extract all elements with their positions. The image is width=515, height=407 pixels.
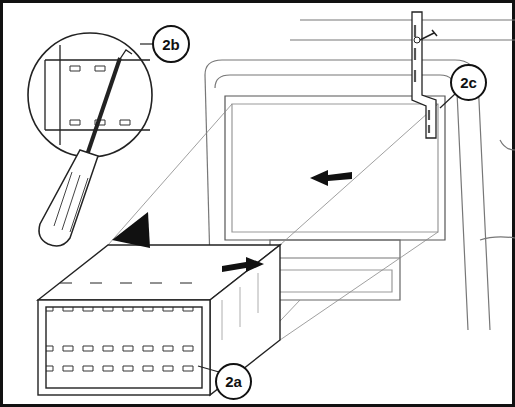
leader-line [440, 94, 455, 108]
insert-arrows [222, 170, 352, 272]
callout-number: 2c [450, 64, 487, 101]
screwdriver [39, 58, 120, 246]
detail-inset [28, 33, 153, 157]
pointer-triangle [112, 212, 150, 248]
callout-number: 2a [215, 363, 252, 400]
leader-line [198, 366, 219, 372]
callout-number: 2b [152, 25, 190, 63]
support-bracket [412, 12, 455, 138]
